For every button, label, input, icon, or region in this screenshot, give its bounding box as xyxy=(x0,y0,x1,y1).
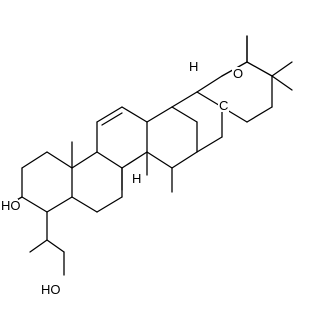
h-ring-label: H xyxy=(132,171,141,186)
double-bond xyxy=(101,112,123,126)
ring-c-bonds xyxy=(96,106,148,169)
atom-labels: HO HO H O C H xyxy=(0,59,243,297)
ho-bottom-label: HO xyxy=(41,282,61,297)
ring-a-bonds xyxy=(21,151,73,213)
c-bridge-label: C xyxy=(219,98,228,113)
methyl-bonds xyxy=(71,61,293,193)
ho-top-label: HO xyxy=(1,198,21,213)
ring-d-bonds xyxy=(146,106,198,169)
o-bridge-label: O xyxy=(233,66,243,81)
substituent-bonds xyxy=(7,196,65,276)
h-top-label: H xyxy=(189,59,198,74)
ring-b-bonds xyxy=(71,151,123,213)
